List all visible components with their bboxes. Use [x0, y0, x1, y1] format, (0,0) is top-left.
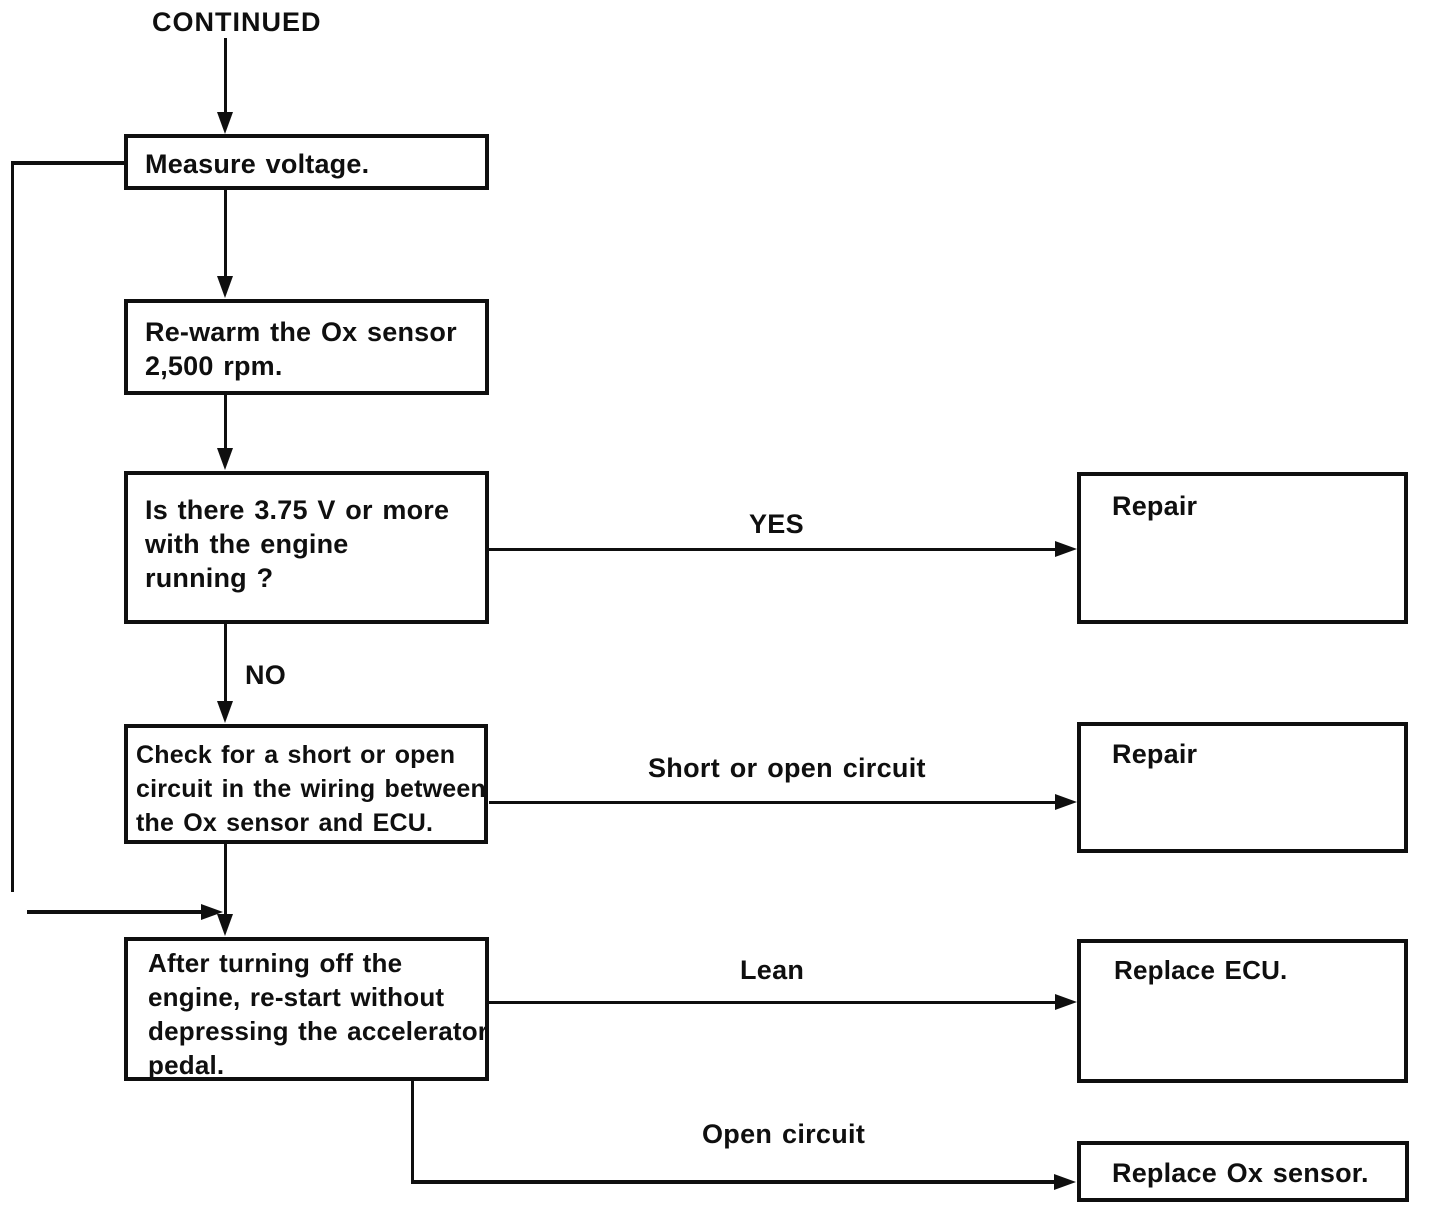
connector-restart-down	[411, 1081, 414, 1183]
connector-feedback-top	[11, 161, 124, 165]
edge-label-short-or-open: Short or open circuit	[648, 753, 926, 783]
edge-label-lean: Lean	[740, 955, 805, 985]
connector-rewarm-to-question	[224, 395, 227, 449]
box-voltage-threshold-question: Is there 3.75 V or more with the engine …	[124, 471, 489, 624]
box-restart-engine: After turning off the engine, re-start w…	[124, 937, 489, 1081]
edge-label-yes: YES	[749, 509, 804, 539]
box-check-wiring: Check for a short or open circuit in the…	[124, 724, 488, 844]
arrowhead-down-icon	[217, 276, 233, 298]
arrowhead-right-icon	[1055, 541, 1077, 557]
box-rewarm-sensor: Re-warm the Ox sensor 2,500 rpm.	[124, 299, 489, 395]
connector-feedback-bottom	[27, 910, 203, 914]
arrowhead-right-icon	[1055, 994, 1077, 1010]
arrowhead-down-icon	[217, 701, 233, 723]
connector-continued-to-measure	[224, 38, 227, 114]
arrowhead-down-icon	[217, 112, 233, 134]
connector-measure-to-rewarm	[224, 190, 227, 277]
edge-label-open-circuit: Open circuit	[702, 1119, 866, 1149]
connector-open-circuit	[411, 1180, 1056, 1184]
edge-label-no: NO	[245, 660, 287, 690]
box-measure-voltage: Measure voltage.	[124, 134, 489, 190]
connector-wiring-to-restart	[224, 844, 227, 915]
connector-question-to-wiring	[224, 624, 227, 702]
connector-yes-to-repair1	[489, 548, 1059, 551]
connector-feedback-vertical	[11, 161, 14, 892]
connector-restart-to-ecu	[489, 1001, 1059, 1004]
arrowhead-down-icon	[217, 914, 233, 936]
box-replace-ox-sensor: Replace Ox sensor.	[1077, 1141, 1409, 1202]
box-repair-1: Repair	[1077, 472, 1408, 624]
arrowhead-down-icon	[217, 448, 233, 470]
continued-label: CONTINUED	[152, 7, 322, 37]
connector-wiring-to-repair2	[489, 801, 1059, 804]
box-repair-2: Repair	[1077, 722, 1408, 853]
box-replace-ecu: Replace ECU.	[1077, 939, 1408, 1083]
arrowhead-right-icon	[1054, 1174, 1076, 1190]
arrowhead-right-icon	[1055, 794, 1077, 810]
